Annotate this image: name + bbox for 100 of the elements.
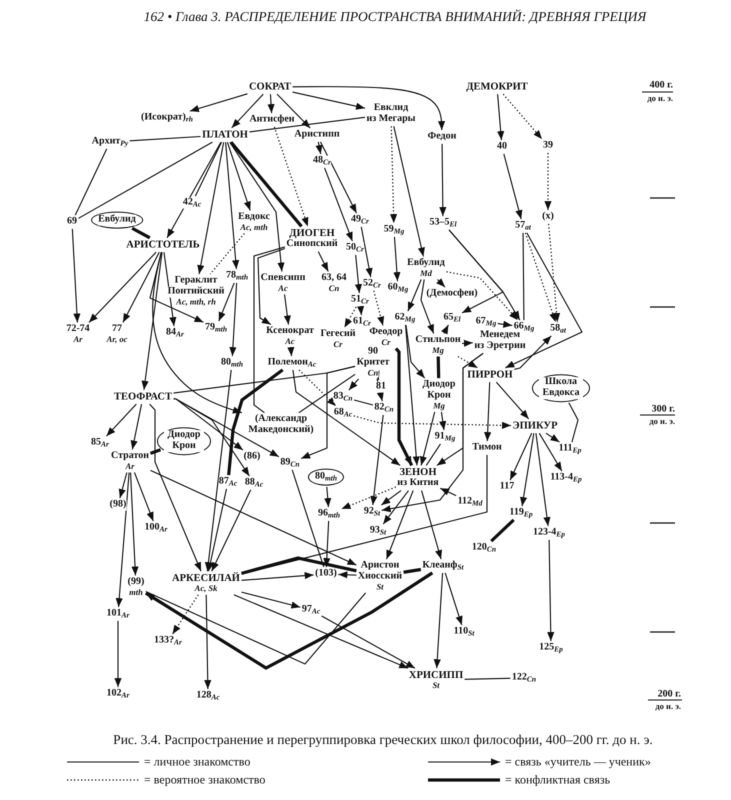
ellipse-outline [308, 468, 344, 486]
arrow [381, 490, 402, 506]
arrow [300, 366, 356, 460]
philosopher-number: 52$_{Cr}$ [363, 278, 381, 290]
ellipse-outline [91, 212, 143, 228]
arrow [116, 472, 130, 608]
arrow [420, 279, 434, 334]
arrow [338, 571, 356, 578]
school-name: Школа Евдокса [539, 377, 583, 399]
arrow [382, 490, 409, 524]
philosopher-number: 119$_{Ep}$ [509, 508, 533, 518]
philosopher-name: Ксенократ [266, 326, 314, 337]
dotted-arrow [354, 415, 512, 429]
philosopher-number: 82$_{Cn}$ [374, 402, 394, 414]
arrow [206, 488, 228, 572]
philosopher-number: 122$_{Cn}$ [512, 672, 536, 684]
arrow [122, 252, 160, 323]
arrow [318, 251, 329, 272]
philosopher-number: 68$_{Ac}$ [334, 408, 352, 418]
arrow [405, 324, 420, 466]
connector-line [354, 399, 374, 406]
arrow [382, 352, 484, 512]
arrow [231, 94, 264, 128]
dotted-arrow [502, 94, 542, 140]
philosopher-name: АРИСТОТЕЛЬ [126, 239, 200, 251]
conflict-line [227, 368, 284, 476]
philosopher-number: 110$_{St}$ [454, 626, 474, 638]
arrow [197, 142, 224, 274]
arrow [174, 398, 244, 451]
philosopher-number: 100$_{Ar}$ [144, 522, 168, 534]
philosopher-number: (98) [110, 500, 126, 510]
arrow [225, 142, 240, 270]
arrow [292, 92, 366, 110]
philosopher-name: ЗЕНОН [399, 466, 437, 478]
arrow [520, 433, 534, 506]
arrow [497, 94, 504, 140]
philosopher-number: 133?$_{Ar}$ [154, 636, 182, 646]
philosopher-number: 57$_{at}$ [515, 220, 531, 232]
arrow [204, 594, 212, 690]
dotted-arrow [544, 152, 552, 210]
name-epithet: Понтийский [168, 286, 224, 298]
connector-line [292, 470, 324, 568]
school-tag: Ac, Sk [194, 584, 218, 594]
philosopher-number: 79$_{mth}$ [204, 322, 228, 334]
philosopher-number: 42$_{Ac}$ [182, 198, 202, 208]
arrow [152, 252, 242, 414]
conflict-line [241, 556, 357, 575]
philosopher-number: 67$_{Mg}$ [476, 316, 496, 328]
arrow [444, 572, 462, 626]
arrow [439, 144, 446, 216]
legend-text: = вероятное знакомство [144, 772, 266, 788]
philosopher-number: 112$_{Md}$ [458, 496, 482, 508]
philosopher-number: 83$_{Cn}$ [333, 392, 353, 402]
philosopher-number: 53–5$_{El}$ [429, 218, 457, 228]
philosopher-number: 123-4$_{Ep}$ [532, 528, 566, 538]
connector-line [464, 678, 510, 680]
philosopher-number: 120$_{Cn}$ [472, 542, 496, 554]
arrow [130, 404, 142, 450]
name-epithet: из Мегары [366, 114, 416, 125]
era-label: до н. э. [649, 416, 675, 426]
arrow [174, 398, 280, 458]
connector-line [146, 590, 366, 665]
philosopher-number: 84$_{Ar}$ [166, 328, 184, 338]
arrow [448, 230, 520, 320]
philosopher-number: 51$_{Cr}$ [351, 294, 369, 306]
arrow [421, 490, 442, 560]
arrow [440, 488, 456, 496]
philosopher-name: Менедем [480, 330, 520, 341]
arrow [292, 370, 400, 466]
arrow [287, 346, 294, 356]
arrow [204, 370, 232, 572]
philosopher-name: ПИРРОН [467, 369, 513, 381]
connector-line [298, 374, 356, 414]
arrow [441, 324, 449, 335]
legend-text: = личное знакомство [144, 754, 250, 770]
philosopher-name: Диодор Крон [164, 430, 204, 452]
connector-line [78, 142, 213, 219]
arrow [370, 414, 384, 506]
philosopher-number: 92$_{St}$ [364, 506, 380, 518]
era-label: до н. э. [655, 701, 681, 711]
philosopher-name: Аристон [360, 560, 400, 572]
philosopher-name: Полемон$_{Ac}$ [268, 358, 316, 368]
philosopher-name: ХРИСИПП [408, 670, 464, 682]
philosopher-number: 96$_{mth}$ [318, 508, 340, 520]
arrow [462, 340, 473, 347]
school-tag: St [432, 681, 440, 690]
dotted-arrow [373, 290, 384, 326]
year-label: 400 г. [650, 80, 673, 90]
arrow [434, 572, 444, 668]
arrow [324, 486, 332, 508]
philosopher-name: Евдокс [238, 212, 270, 223]
philosopher-name: Феодор [369, 327, 403, 338]
arrow [538, 432, 562, 472]
year-label: 300 г. [652, 404, 675, 414]
philosopher-number: 61$_{Cr}$ [353, 316, 371, 328]
dotted-arrow [390, 126, 398, 224]
arrow [257, 248, 286, 325]
arrow [535, 433, 550, 526]
arrow [503, 154, 522, 220]
philosopher-number: 63, 64 [322, 273, 346, 284]
